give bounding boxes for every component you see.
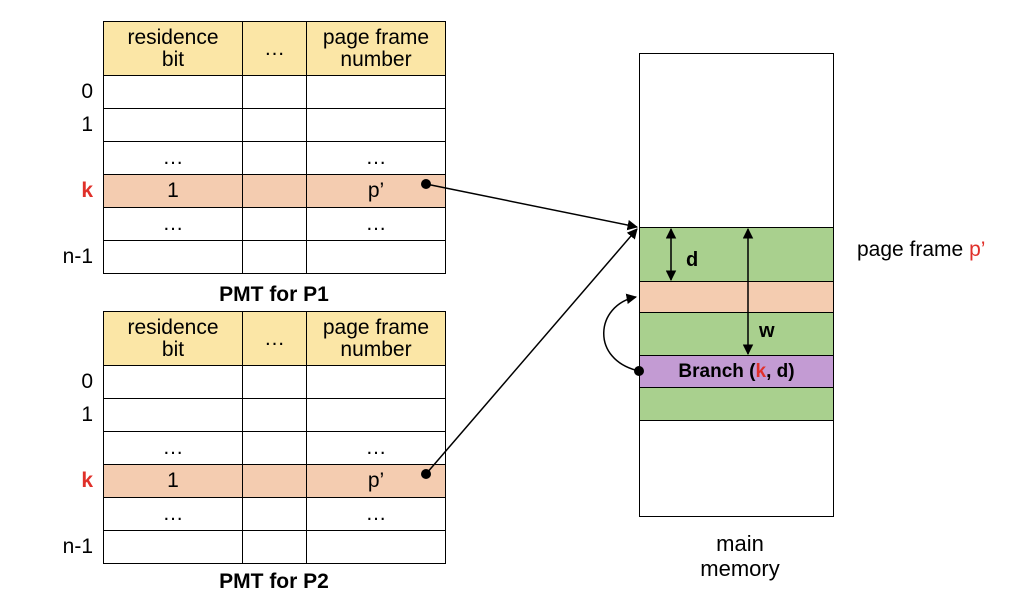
pmt1-row-label: n-1 (62, 245, 93, 268)
pmt1-cell-residence-bit: 1 (103, 174, 243, 208)
pmt1-row-label: 0 (81, 80, 93, 103)
memory-block-bottom (639, 420, 834, 517)
pmt2-header-residence-bit: residence bit (103, 311, 243, 366)
pmt2-header-page-frame-number: page frame number (306, 311, 446, 366)
pmt1-row-label: 1 (81, 113, 93, 136)
pmt2-to-frame-arrow (425, 228, 638, 475)
branch-prefix: Branch ( (678, 360, 756, 382)
pmt2-row-label: n-1 (62, 535, 93, 558)
pmt1-cell-page-frame-number (306, 240, 446, 274)
offset-w-label: w (759, 320, 775, 342)
page-frame-label-prefix: page frame (857, 238, 970, 261)
branch-jump-arrow (603, 293, 640, 372)
pmt2-row-label: k (81, 469, 93, 492)
offset-d-label: d (686, 249, 699, 271)
page-frame-label: page frame p’ (857, 238, 985, 262)
pmt1-row-label: k (81, 179, 93, 202)
pmt2-cell-ellipsis (242, 464, 307, 498)
branch-k: k (755, 360, 767, 382)
pmt2-cell-page-frame-number (306, 530, 446, 564)
main-memory-caption-line1: main (716, 531, 764, 556)
branch-instruction: Branch (k, d) (639, 355, 834, 388)
pmt2-caption: PMT for P2 (219, 570, 329, 593)
main-memory-caption: main memory (680, 531, 800, 581)
page-frame-label-value: p’ (969, 238, 986, 261)
main-memory-caption-line2: memory (700, 556, 780, 581)
pmt2-row-label: 1 (81, 403, 93, 426)
pmt1-caption: PMT for P1 (219, 283, 329, 306)
pmt1-header-residence-bit: residence bit (103, 21, 243, 76)
branch-suffix: , d) (766, 360, 795, 382)
pmt2-row-label: 0 (81, 370, 93, 393)
page-frame-middle-segment (639, 312, 834, 356)
pmt1-to-frame-arrow (425, 183, 639, 231)
pmt2-header-ellipsis: … (242, 311, 307, 366)
pmt2-cell-page-frame-number: p’ (306, 464, 446, 498)
memory-block-top (639, 53, 834, 228)
